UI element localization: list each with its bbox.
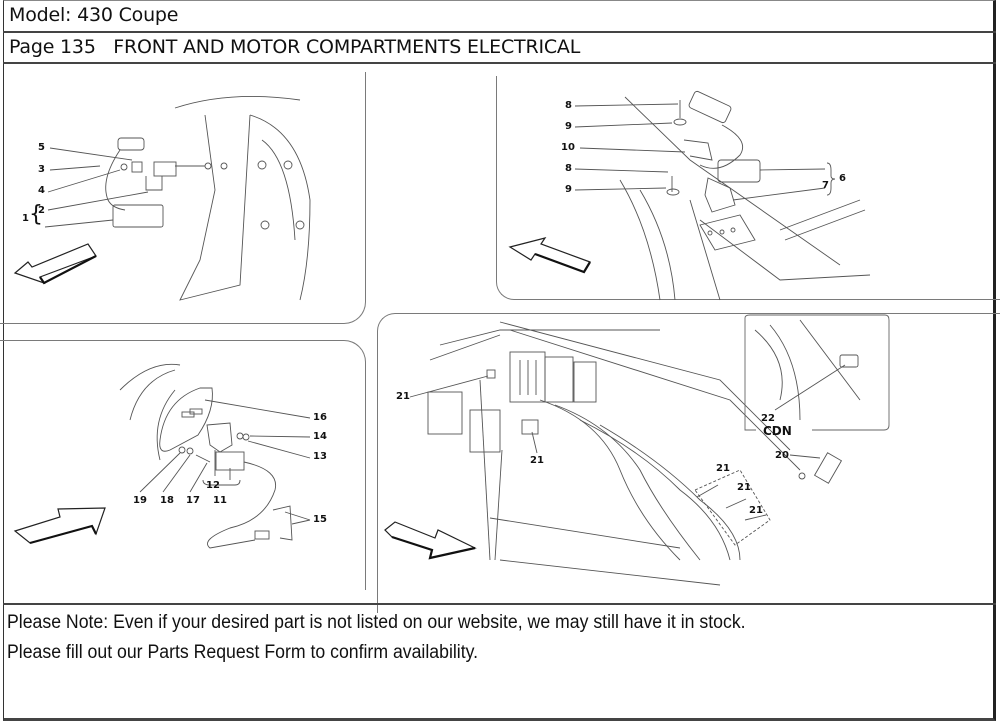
callout-label: 5 [38, 142, 45, 153]
callout-label: 8 [565, 163, 572, 174]
note-line-2: Please fill out our Parts Request Form t… [7, 642, 479, 663]
callout-label: 3 [38, 164, 45, 175]
page-header: Page 135 FRONT AND MOTOR COMPARTMENTS EL… [3, 33, 996, 64]
model-title: Model: 430 Coupe [9, 4, 179, 26]
callout-label: 21 [716, 463, 730, 474]
page-title: Page 135 FRONT AND MOTOR COMPARTMENTS EL… [9, 36, 581, 58]
callout-label: 11 [213, 495, 227, 506]
callout-label: 6 [839, 173, 846, 184]
availability-note: Please Note: Even if your desired part i… [3, 603, 996, 721]
diagram-panel-top-left [0, 72, 366, 324]
callout-label: 21 [737, 482, 751, 493]
callout-label: 12 [206, 480, 220, 491]
inset-label-cdn: CDN [763, 424, 792, 438]
callout-label: 15 [313, 514, 327, 525]
diagram-art-bottom-left [13, 363, 311, 549]
callout-label: 7 [822, 180, 829, 191]
callout-label: 19 [133, 495, 147, 506]
diagram-panel-bottom-right [377, 313, 1000, 613]
note-line-1: Please Note: Even if your desired part i… [7, 612, 746, 633]
callout-label: 21 [396, 391, 410, 402]
diagram-panel-bottom-left [0, 340, 366, 590]
diagram-art-bottom-right [384, 314, 890, 586]
brace-glyph: { [29, 202, 43, 227]
callout-label: 9 [565, 121, 572, 132]
callout-label: 18 [160, 495, 174, 506]
callout-label: 13 [313, 451, 327, 462]
diagram-art-top-left [13, 95, 311, 301]
callout-label: 16 [313, 412, 327, 423]
callout-label: 17 [186, 495, 200, 506]
callout-label: 20 [775, 450, 789, 461]
callout-label: 9 [565, 184, 572, 195]
diagram-panel-top-right [496, 76, 1000, 300]
model-header: Model: 430 Coupe [3, 0, 996, 33]
diagram-art-top-right [508, 90, 871, 301]
callout-label: 22 [761, 413, 775, 424]
callout-label: 2 [38, 205, 45, 216]
callout-label: 8 [565, 100, 572, 111]
callout-label: 10 [561, 142, 575, 153]
callout-label: 21 [749, 505, 763, 516]
callout-label: 4 [38, 185, 45, 196]
callout-label: 1 [22, 213, 29, 224]
callout-label: 14 [313, 431, 327, 442]
callout-label: 21 [530, 455, 544, 466]
